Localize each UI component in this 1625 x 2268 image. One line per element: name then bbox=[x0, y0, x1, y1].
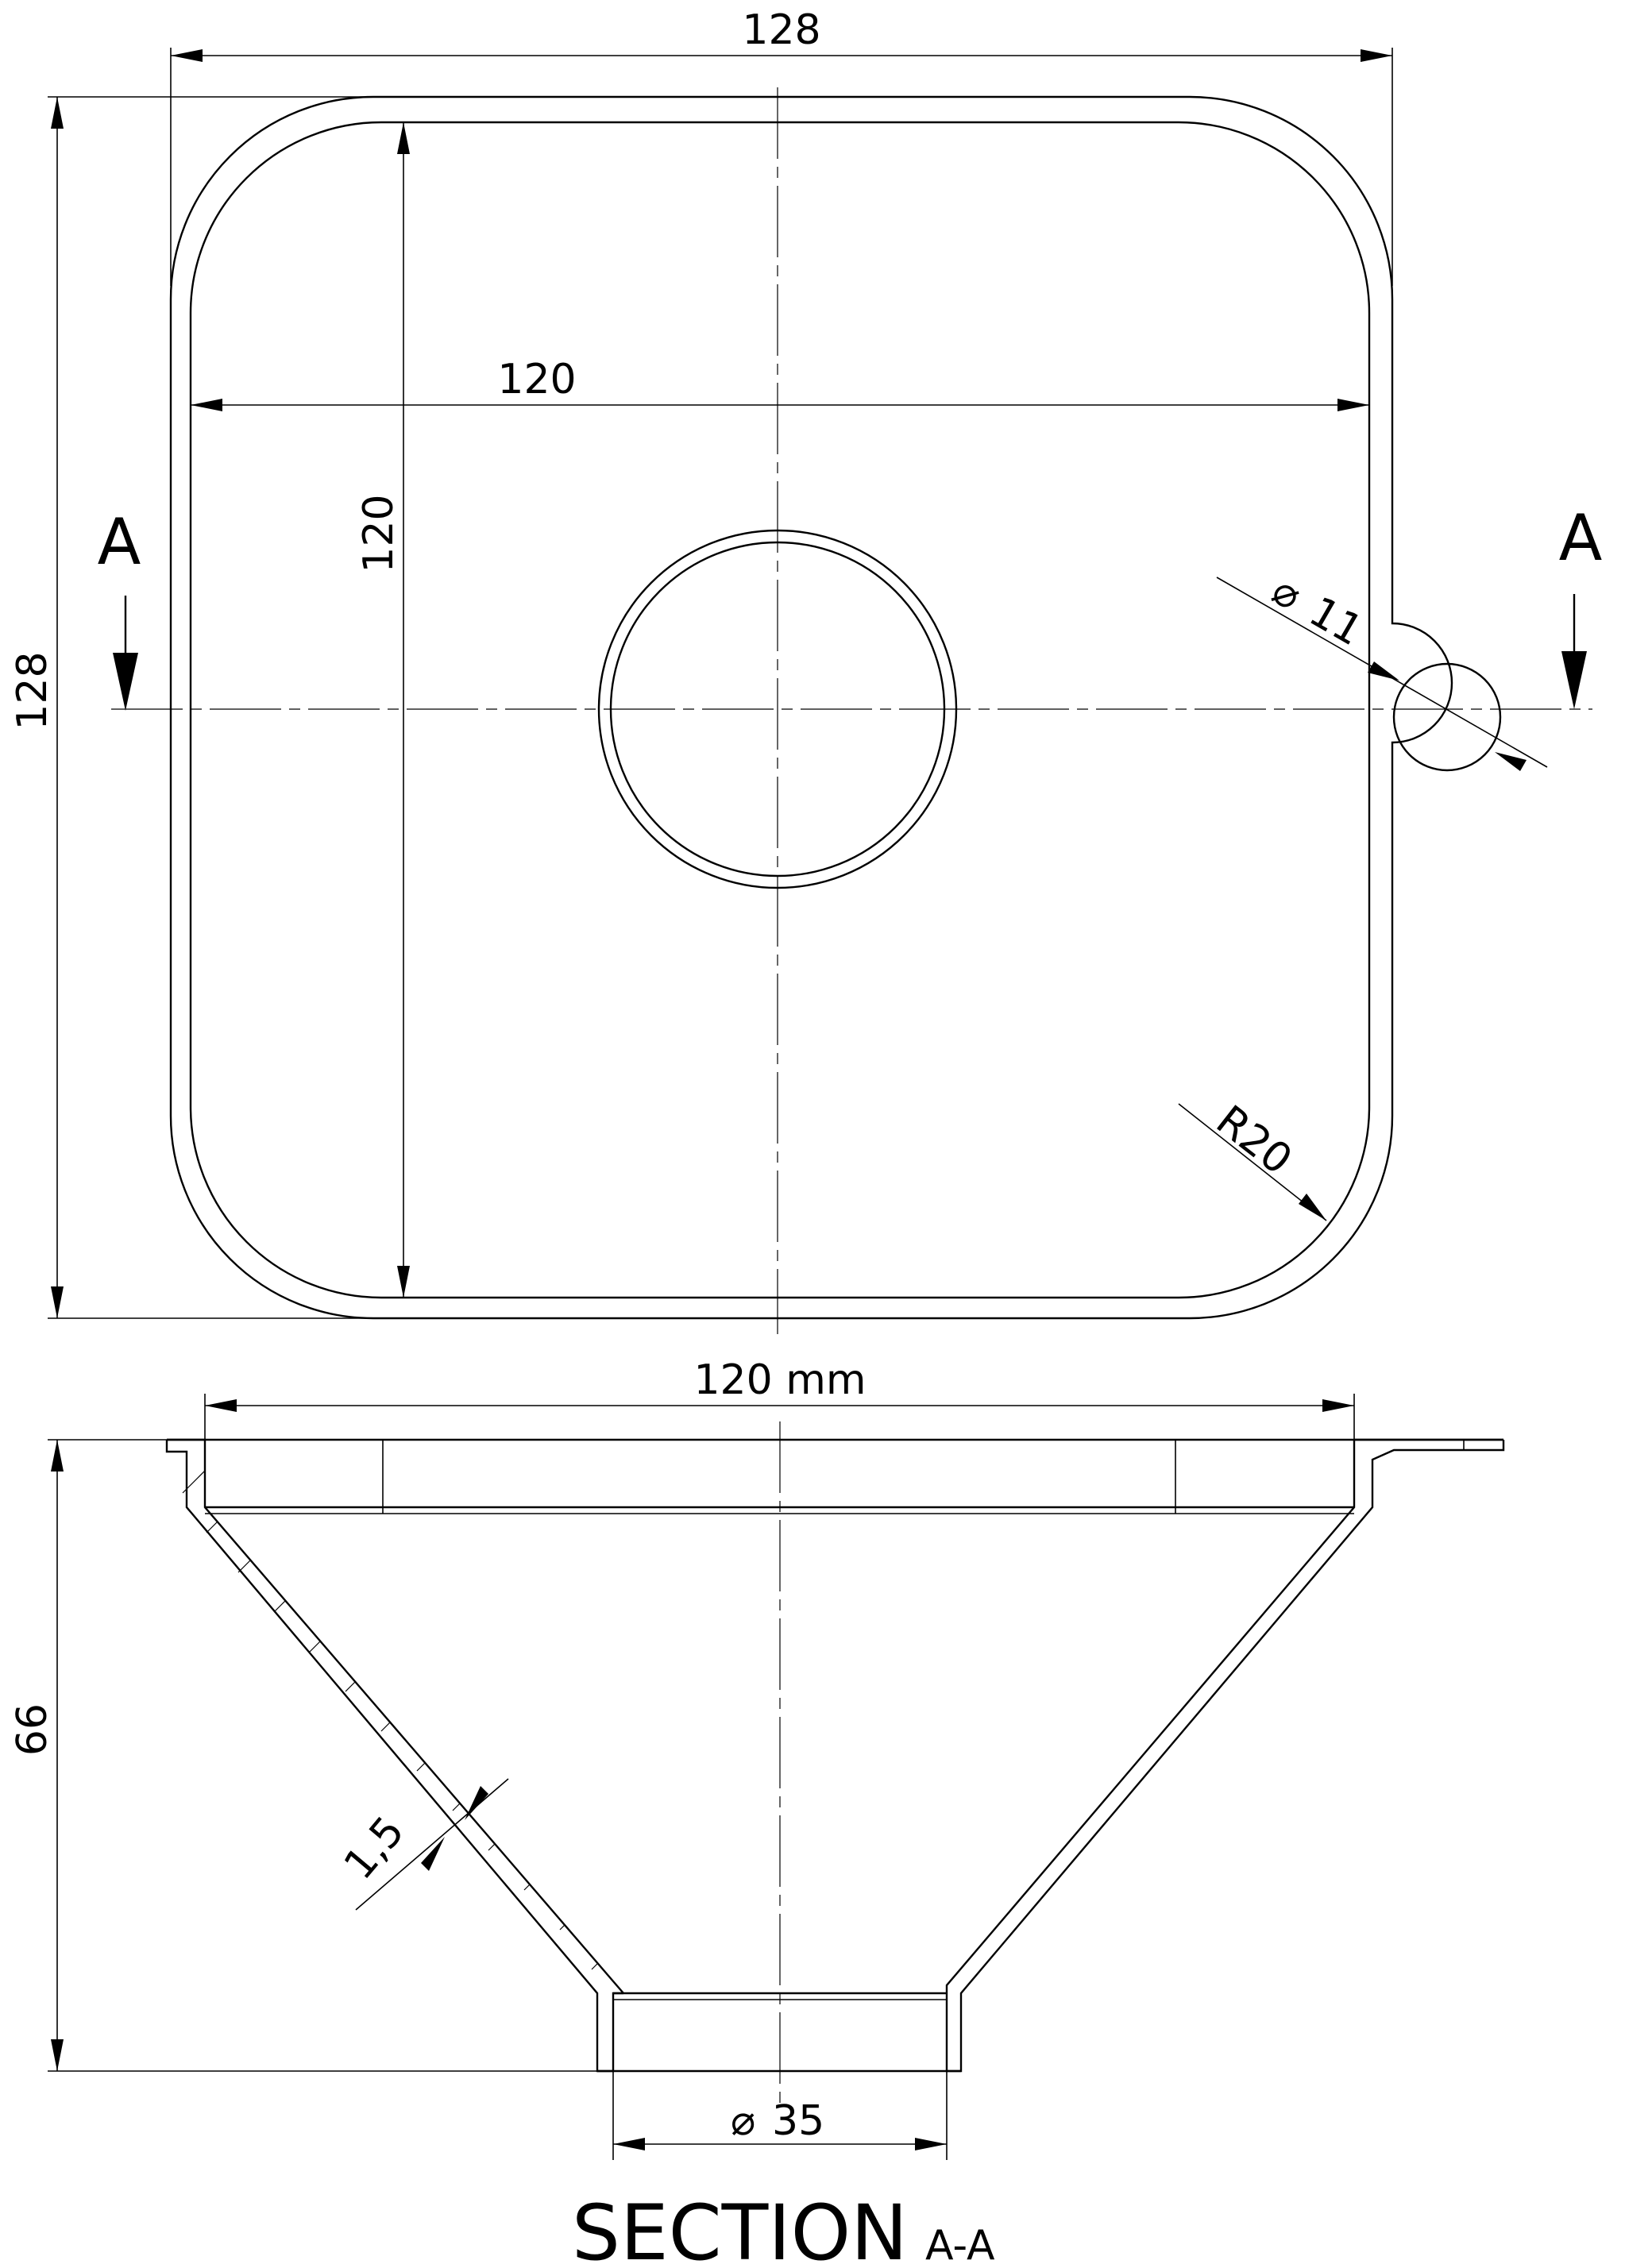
dim-overall-height: 128 bbox=[9, 96, 373, 1319]
dim-top-width: 120 mm bbox=[204, 1356, 1355, 1440]
top-view: 128 128 120 120 bbox=[9, 6, 1603, 1334]
dim-inner-width-label: 120 bbox=[497, 356, 576, 403]
svg-text:A: A bbox=[1559, 501, 1603, 575]
dim-corner-radius-label: R20 bbox=[1207, 1097, 1301, 1184]
left-wall-outline bbox=[165, 1440, 623, 2073]
diameter-symbol-bottom: ⌀ bbox=[731, 2097, 755, 2145]
dim-overall-width-label: 128 bbox=[742, 6, 820, 54]
dim-section-height-label: 66 bbox=[9, 1703, 56, 1756]
dim-outlet-diameter-label: 35 bbox=[772, 2097, 824, 2145]
dim-hole-diameter-label: 11 bbox=[1301, 588, 1370, 655]
left-wall-inner bbox=[167, 1438, 624, 1994]
inner-outline bbox=[189, 121, 1371, 1299]
dim-wall-thickness-label: 1,5 bbox=[335, 1807, 414, 1888]
dim-section-height: 66 bbox=[9, 1439, 597, 2072]
svg-text:A: A bbox=[98, 505, 141, 579]
dim-overall-width: 128 bbox=[170, 6, 1393, 286]
dim-top-width-label: 120 mm bbox=[693, 1356, 866, 1404]
diameter-symbol-top: ⌀ bbox=[1264, 566, 1310, 620]
right-wall-outline bbox=[945, 1440, 1505, 2073]
dim-outlet-diameter: ⌀ 35 bbox=[612, 2071, 948, 2160]
mounting-hole bbox=[1392, 662, 1502, 772]
dim-inner-height: 120 bbox=[355, 122, 410, 1298]
section-title: SECTION bbox=[572, 2189, 908, 2268]
dim-inner-height-label: 120 bbox=[355, 494, 403, 573]
section-title-suffix: A-A bbox=[925, 2222, 995, 2268]
section-view: 120 mm 66 1,5 ⌀ 35 SEC bbox=[9, 1356, 1505, 2268]
section-marker-right: A bbox=[1559, 501, 1603, 709]
section-marker-left: A bbox=[98, 505, 141, 711]
dim-corner-radius: R20 bbox=[1178, 1097, 1327, 1221]
dim-overall-height-label: 128 bbox=[9, 651, 56, 730]
dim-hole-diameter: ⌀ 11 bbox=[1216, 566, 1548, 771]
dim-inner-width: 120 bbox=[191, 356, 1369, 411]
left-wall-hatch bbox=[179, 1440, 623, 1970]
dim-wall-thickness: 1,5 bbox=[335, 1778, 509, 1911]
outer-outline bbox=[169, 95, 1453, 1320]
